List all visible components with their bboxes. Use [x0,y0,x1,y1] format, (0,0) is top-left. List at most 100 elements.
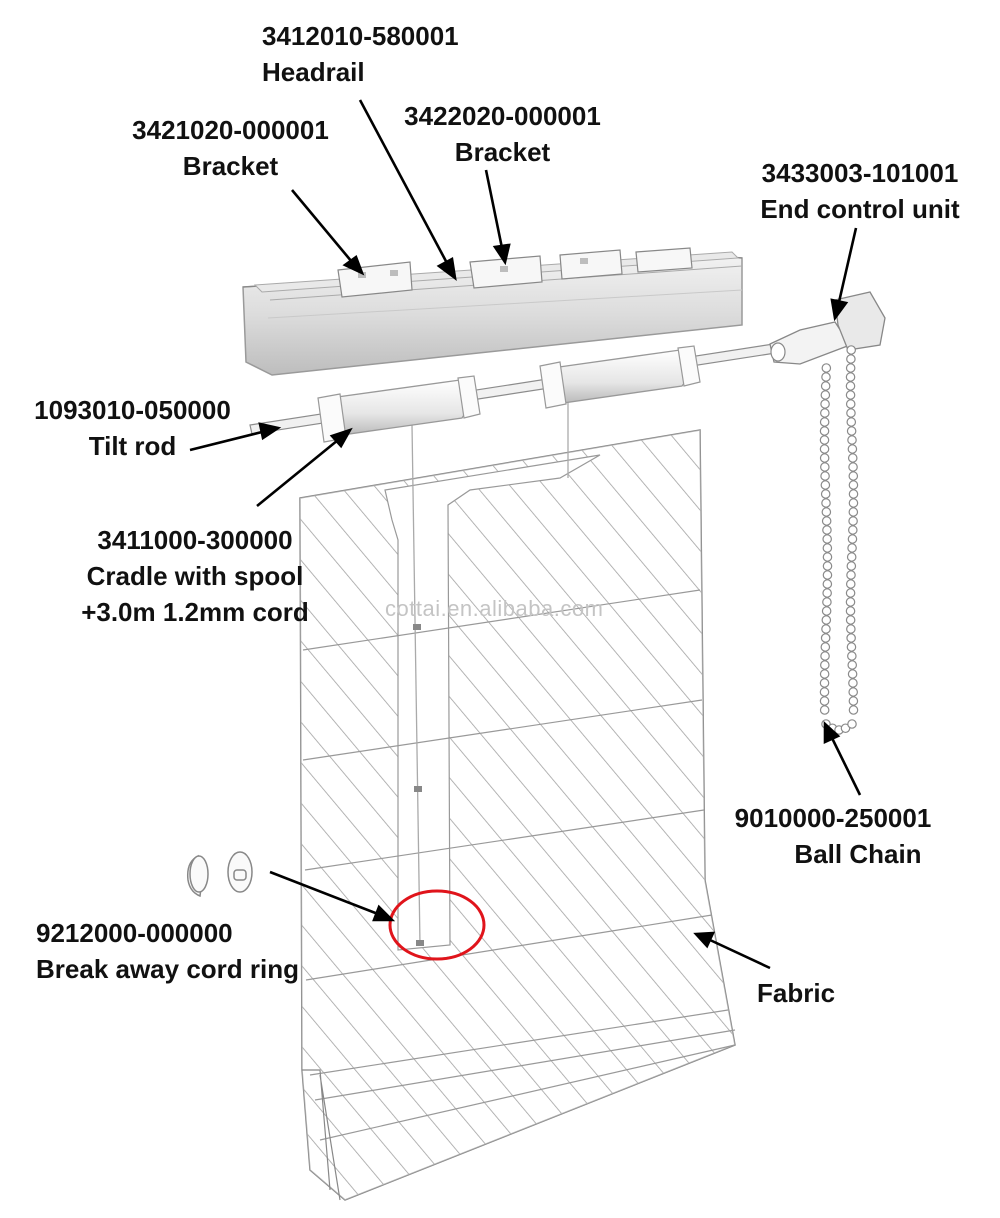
cradle-right [539,345,701,409]
chain-bead [848,687,858,697]
chain-bead [822,525,832,535]
chain-bead [820,471,830,481]
chain-bead [847,435,857,445]
headrail-code: 3412010-580001 [262,21,459,51]
chain-bead [847,660,858,670]
chain-bead [820,381,831,391]
chain-bead [846,417,857,427]
chain-bead [846,633,856,643]
chain-bead [848,705,859,715]
chain-bead [820,399,830,409]
chain-bead [819,696,830,706]
ball-chain-label: 9010000-250001 Ball Chain [708,800,958,872]
chain-bead [822,597,832,607]
headrail-name: Headrail [262,57,365,87]
bracket-right-code: 3422020-000001 [404,101,601,131]
chain-bead [821,498,831,508]
chain-bead [846,570,856,580]
cord-ring-label: 9212000-000000 Break away cord ring [36,915,299,987]
cord-ring-code: 9212000-000000 [36,918,233,948]
chain-bead [820,480,831,490]
chain-bead [821,615,832,625]
chain-bead [845,390,856,400]
chain-bead [822,552,833,562]
chain-bead [845,363,856,373]
cradle-line3: +3.0m 1.2mm cord [81,597,309,627]
chain-bead [848,471,859,481]
chain-bead [820,390,831,400]
chain-bead [846,345,856,355]
chain-bead [846,561,857,571]
chain-bead [840,723,851,734]
chain-bead [821,363,832,373]
fabric-label: Fabric [757,975,835,1011]
tilt-rod-code: 1093010-050000 [34,395,231,425]
chain-bead [848,516,858,526]
chain-bead [821,516,832,526]
bracket-right-name: Bracket [454,137,551,167]
chain-bead [846,354,856,364]
chain-bead [819,705,830,715]
chain-bead [846,426,857,436]
headrail-label: 3412010-580001 Headrail [262,18,532,90]
chain-bead [845,399,856,409]
chain-bead [848,480,859,490]
chain-bead [822,534,832,544]
chain-bead [848,525,858,535]
chain-bead [820,489,831,499]
chain-bead [820,462,830,472]
chain-bead [848,678,858,688]
chain-bead [847,444,858,454]
chain-bead [847,669,858,679]
cradle-code: 3411000-300000 [97,525,293,555]
chain-bead [822,588,832,598]
chain-bead [819,435,830,445]
chain-bead [848,498,859,508]
bracket-left-label: 3421020-000001 Bracket [98,112,363,184]
chain-bead [821,507,832,517]
chain-bead [846,408,856,418]
ball-chain [819,345,859,735]
chain-bead [845,606,856,616]
chain-bead [819,426,830,436]
leader-arrows [189,99,862,970]
chain-bead [846,624,856,634]
chain-bead [846,642,857,652]
watermark-text: cottai.en.alibaba.com [385,596,604,621]
chain-bead [847,453,858,463]
chain-bead [848,696,859,706]
chain-bead [845,588,856,598]
chain-bead [848,489,859,499]
cradle-label: 3411000-300000 Cradle with spool +3.0m 1… [45,522,345,630]
tilt-rod-label: 1093010-050000 Tilt rod [5,392,260,464]
chain-bead [819,444,830,454]
bracket-left-name: Bracket [182,151,279,181]
chain-bead [845,372,856,382]
chain-bead [821,624,831,634]
bracket-right-label: 3422020-000001 Bracket [370,98,635,170]
end-control-name: End control unit [760,194,960,224]
chain-bead [845,615,856,625]
headrail [242,247,743,376]
chain-bead [845,579,856,589]
chain-bead [822,543,833,553]
chain-bead [846,552,857,562]
chain-bead [848,507,859,517]
chain-bead [822,561,833,571]
ball-chain-name: Ball Chain [794,839,922,869]
chain-bead [848,462,858,472]
ball-chain-code: 9010000-250001 [734,803,932,833]
chain-bead [820,651,830,661]
chain-bead [845,381,856,391]
chain-bead [822,579,833,589]
chain-bead [820,408,830,418]
chain-bead [820,642,831,652]
highlight-circle [388,889,486,961]
chain-bead [819,453,830,463]
tilt-rod-name: Tilt rod [88,431,177,461]
cradle-left [317,375,481,443]
chain-bead [847,543,857,553]
cord-ring-parts [186,851,253,898]
cord-ring-name: Break away cord ring [36,954,299,984]
